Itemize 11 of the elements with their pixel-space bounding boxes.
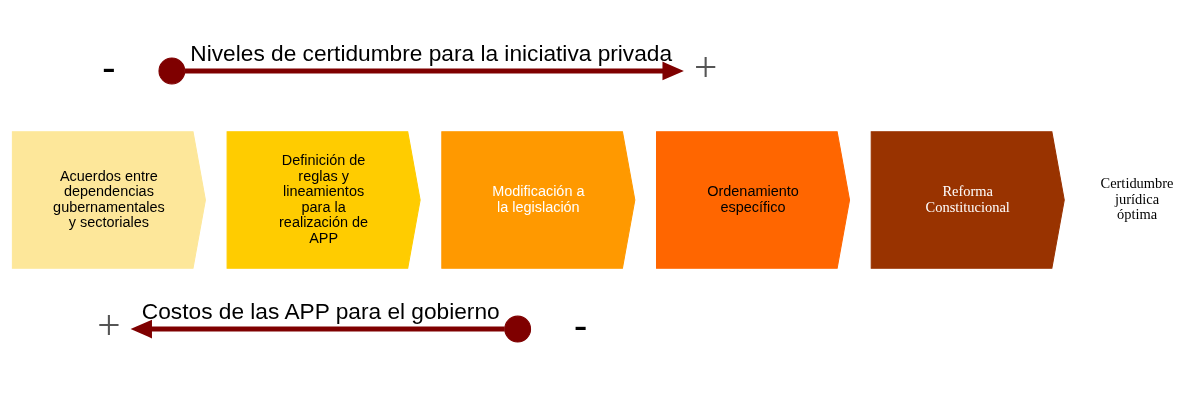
label: - [102,44,116,91]
node-text: + [97,302,121,349]
label: - [573,302,588,349]
node-circle [504,315,532,343]
edge-label: Niveles de certidumbre para la iniciativa privada [190,40,673,67]
label: Certidumbre jurídica óptima [1100,175,1174,223]
arrow [130,319,505,339]
node-text: + [693,44,718,91]
edge-label: Costos de las APP para el gobierno [141,298,500,325]
node-circle [158,57,186,85]
arrow [184,61,684,81]
